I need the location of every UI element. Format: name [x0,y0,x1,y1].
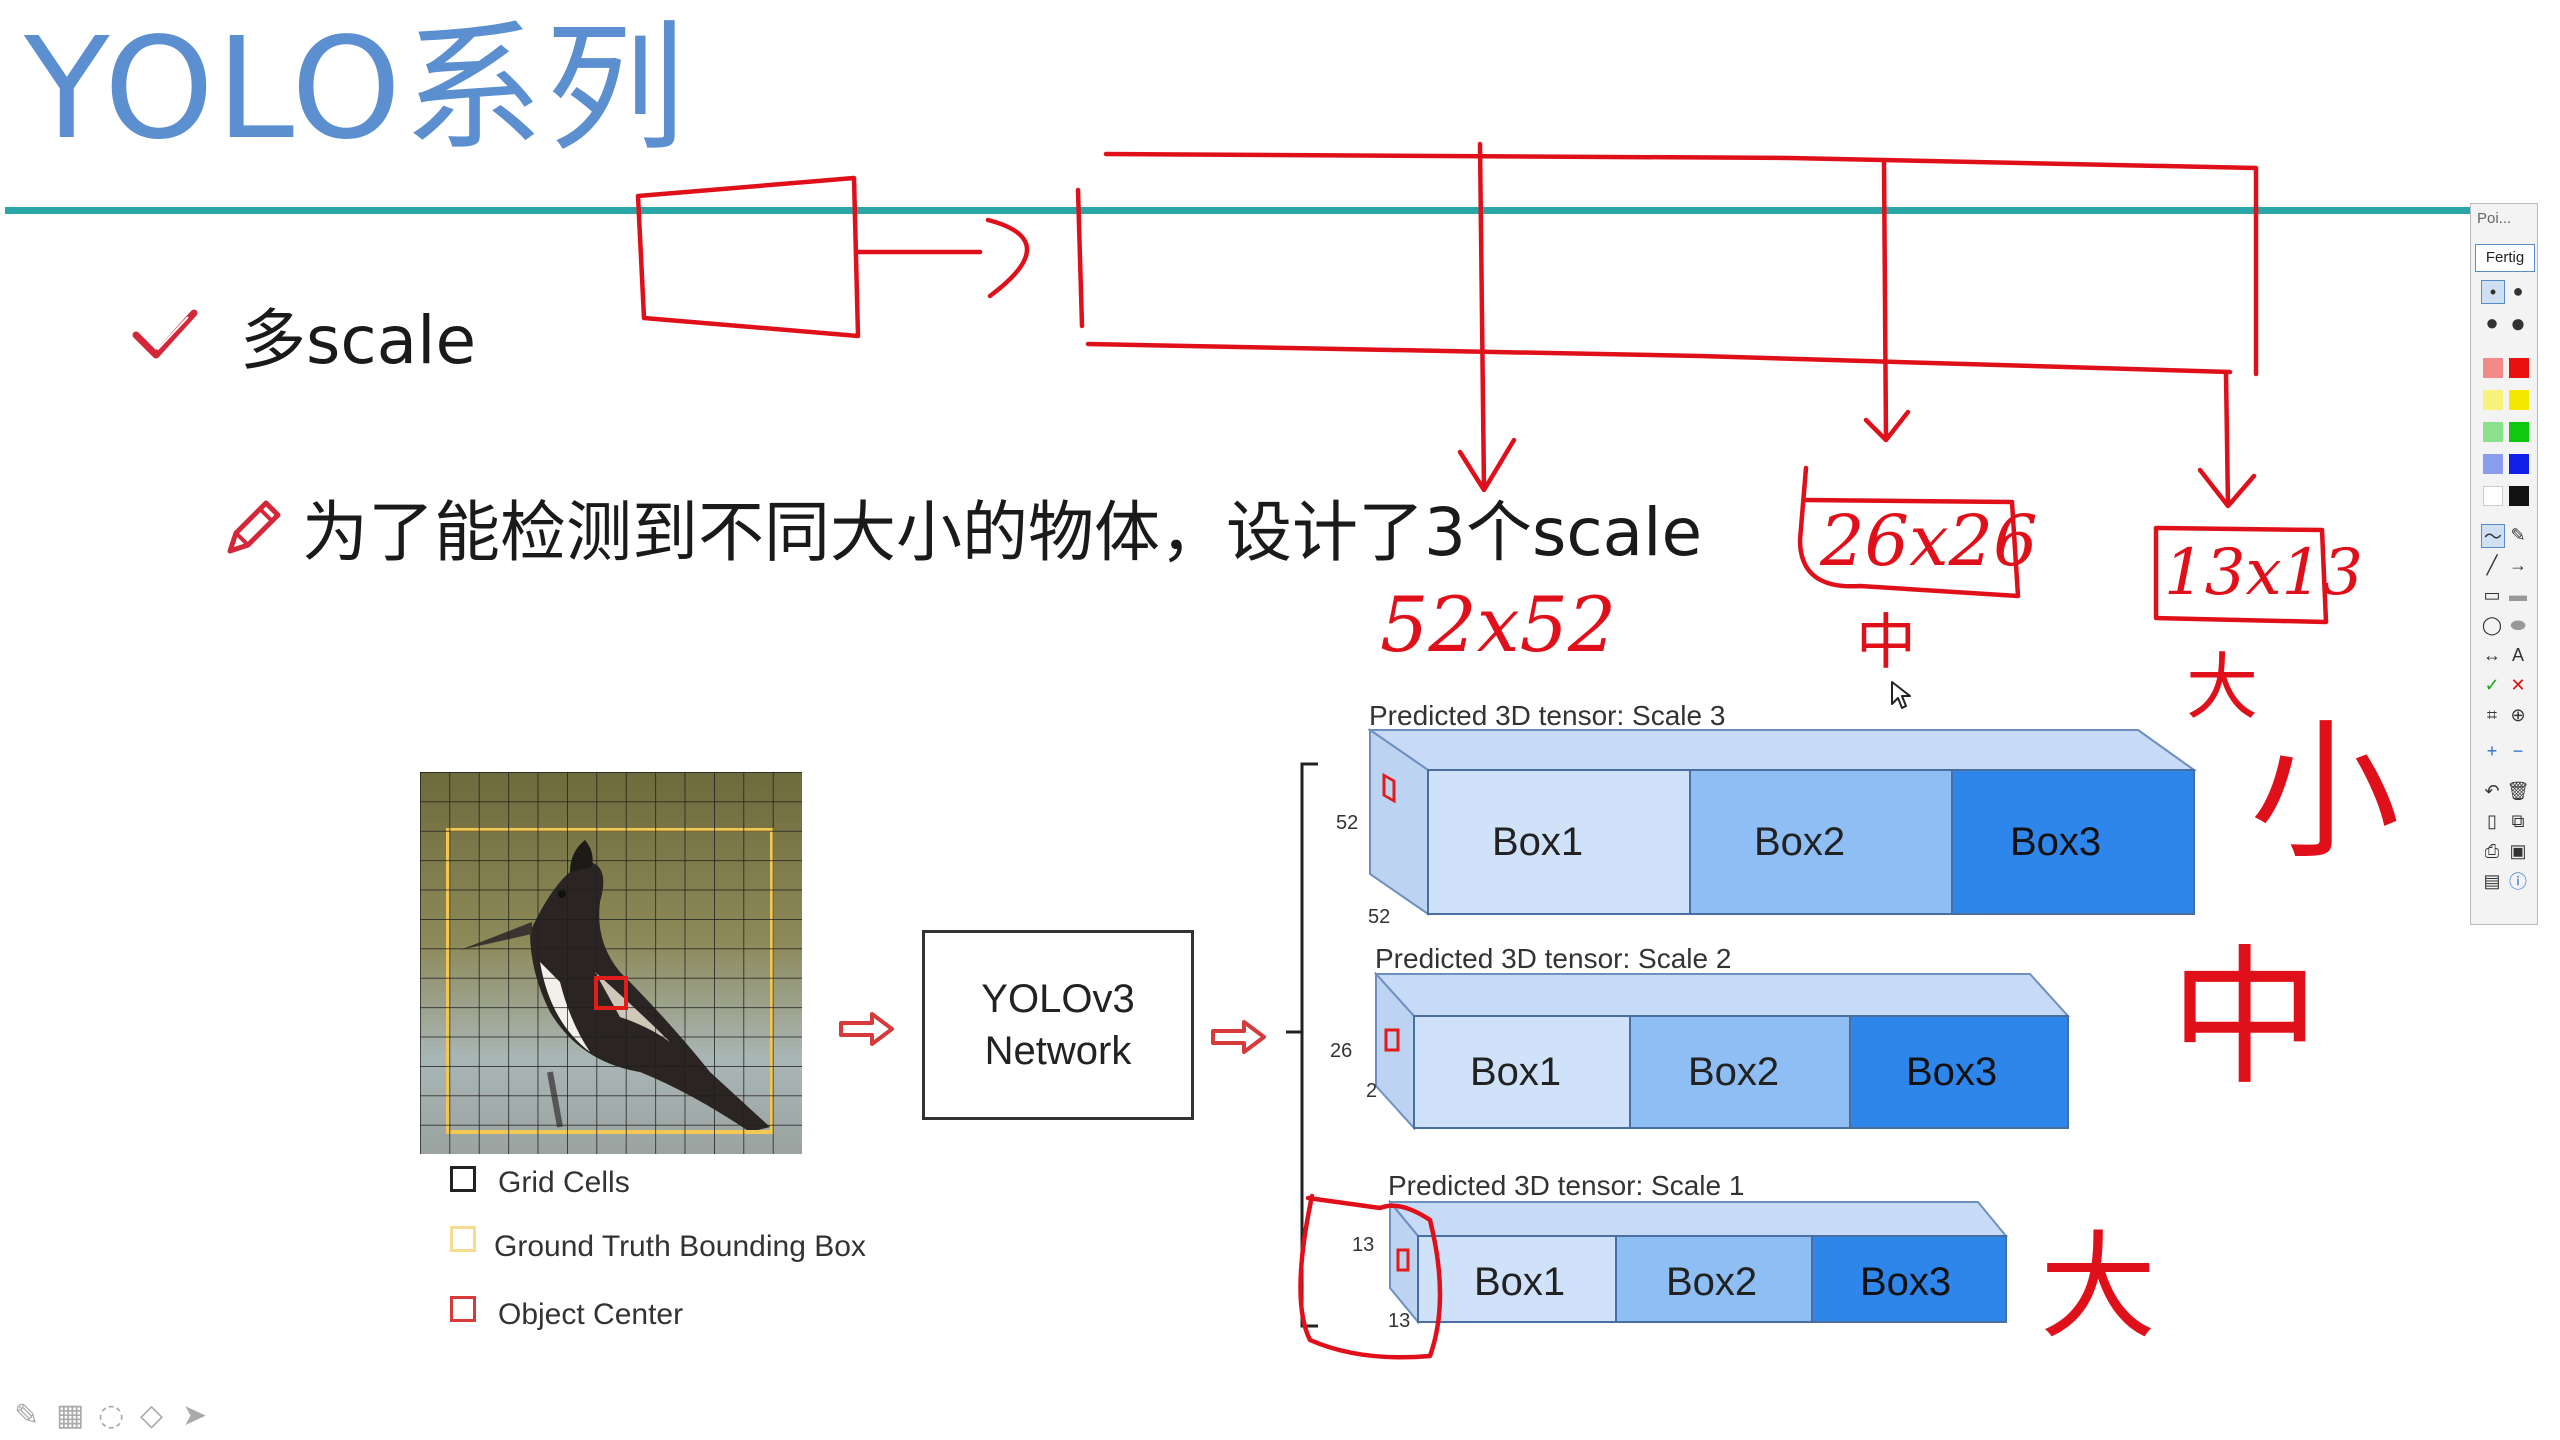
tensor-3-caption: Predicted 3D tensor: Scale 3 [1369,700,1726,731]
color-black[interactable] [2509,486,2529,506]
zoom-in-icon[interactable]: + [2486,740,2498,761]
legend-ground-truth: Ground Truth Bounding Box [494,1230,866,1263]
title-divider [5,207,2470,214]
pen-size-large-icon[interactable]: ● [2485,310,2499,335]
undo-icon[interactable]: ↶ [2484,780,2500,801]
info-icon[interactable]: ⓘ [2509,872,2527,892]
pen-size-medium-icon[interactable]: ● [2512,280,2524,301]
arrow-right-icon [838,1010,896,1052]
rectangle-tool-icon[interactable]: ▭ [2483,584,2501,605]
toolbar-title: Poi... [2477,210,2512,227]
network-line-2: Network [984,1029,1132,1073]
pen-size-small-icon[interactable]: • [2481,280,2505,304]
print-icon[interactable]: ⎙ [2484,840,2500,861]
tensor-1-box3: Box3 [1860,1260,1952,1304]
tensor-2-height: 26 [1330,1040,1353,1062]
tensor-1-height: 13 [1352,1234,1375,1256]
handwritten-large: 大 [2186,645,2259,729]
tensor-3-block [1366,728,2198,922]
tensor-1-width: 13 [1388,1310,1411,1332]
filled-ellipse-icon[interactable]: ⬬ [2510,614,2526,635]
checkmark-icon [130,305,200,369]
handwritten-52x52: 52x52 [1380,580,1617,669]
ground-truth-swatch [450,1226,476,1252]
line-tool-icon[interactable]: ╱ [2486,554,2498,575]
cross-mark-icon[interactable]: ✕ [2510,674,2526,695]
handwritten-medium: 中 [1856,608,1916,678]
color-white[interactable] [2483,486,2503,506]
color-light-red[interactable] [2483,358,2503,378]
tensor-1-box2: Box2 [1666,1260,1758,1304]
new-page-icon[interactable]: ▯ [2487,810,2497,831]
pencil-icon [220,495,286,565]
tensor-2-box1: Box1 [1470,1050,1562,1094]
tensor-3-box2: Box2 [1754,820,1846,864]
yolov3-network-box: YOLOv3 Network [922,930,1194,1120]
tensor-1-box1: Box1 [1474,1260,1566,1304]
slides-grid-icon[interactable]: ▦ [56,1398,85,1433]
save-icon[interactable]: ▣ [2509,840,2527,861]
legend-object-center: Object Center [498,1298,684,1331]
pen-size-xlarge-icon[interactable]: ● [2510,307,2526,338]
pointer-icon[interactable]: ➤ [182,1398,208,1433]
ellipse-tool-icon[interactable]: ◯ [2481,614,2503,635]
handwritten-side-medium: 中 [2170,932,2321,1106]
crop-icon[interactable]: ⌗ [2486,704,2498,725]
color-red[interactable] [2509,358,2529,378]
tensor-2-width: 2 [1366,1080,1378,1102]
tensor-3-width: 52 [1368,906,1391,928]
tensor-3-height: 52 [1336,812,1359,834]
filled-rectangle-icon[interactable]: ▬ [2509,584,2527,605]
freehand-pen-icon[interactable]: 〜 [2481,524,2505,548]
bullet-three-scales: 为了能检测到不同大小的物体，设计了3个scale [302,494,1703,571]
tensor-3-box1: Box1 [1492,820,1584,864]
handwritten-side-large: 大 [2040,1220,2156,1355]
done-button[interactable]: Fertig [2475,244,2535,272]
eraser-icon[interactable]: ◇ [140,1398,164,1433]
legend-grid-cells: Grid Cells [498,1166,630,1199]
handwritten-26x26: 26x26 [1820,500,2038,582]
color-light-green[interactable] [2483,422,2503,442]
tensor-2-block [1373,971,2071,1136]
color-light-blue[interactable] [2483,454,2503,474]
bird-grid-image [420,772,802,1158]
slide-title: YOLO系列 [24,8,688,171]
double-arrow-icon[interactable]: ↔ [2483,644,2501,665]
tensor-2-box3: Box3 [1906,1050,1998,1094]
tensor-1-block [1387,1199,2009,1330]
tensor-1-caption: Predicted 3D tensor: Scale 1 [1388,1170,1745,1201]
lasso-icon[interactable]: ◌ [98,1398,125,1433]
output-bracket [1286,760,1326,1334]
arrow-tool-icon[interactable]: → [2509,554,2527,575]
text-tool-icon[interactable]: A [2511,644,2524,665]
handwritten-small: 小 [2250,706,2401,880]
mouse-cursor-icon [1890,680,1912,714]
screen-icon[interactable]: ▤ [2483,870,2501,891]
highlighter-icon[interactable]: ✎ [2510,524,2526,545]
trash-icon[interactable]: 🗑 [2506,780,2530,801]
zoom-out-icon[interactable]: − [2512,740,2524,761]
tensor-3-box3: Box3 [2010,820,2102,864]
handwritten-13x13: 13x13 [2164,536,2363,610]
pen-icon[interactable]: ✎ [14,1398,40,1433]
copy-icon[interactable]: ⧉ [2511,810,2525,831]
arrow-right-icon [1210,1018,1268,1060]
pen-toolbar: Poi... Fertig • ● ● ● 〜 ✎ ╱ → ▭ ▬ ◯ ⬬ ↔ … [2470,203,2538,925]
check-mark-icon[interactable]: ✓ [2484,674,2500,695]
bullet-multi-scale: 多scale [240,302,477,379]
zoom-icon[interactable]: ⊕ [2510,704,2526,725]
tensor-2-box2: Box2 [1688,1050,1780,1094]
color-blue[interactable] [2509,454,2529,474]
network-line-1: YOLOv3 [981,977,1135,1021]
color-green[interactable] [2509,422,2529,442]
color-light-yellow[interactable] [2483,390,2503,410]
grid-cells-swatch [450,1166,476,1192]
color-yellow[interactable] [2509,390,2529,410]
object-center-swatch [450,1296,476,1322]
tensor-2-caption: Predicted 3D tensor: Scale 2 [1375,943,1732,974]
